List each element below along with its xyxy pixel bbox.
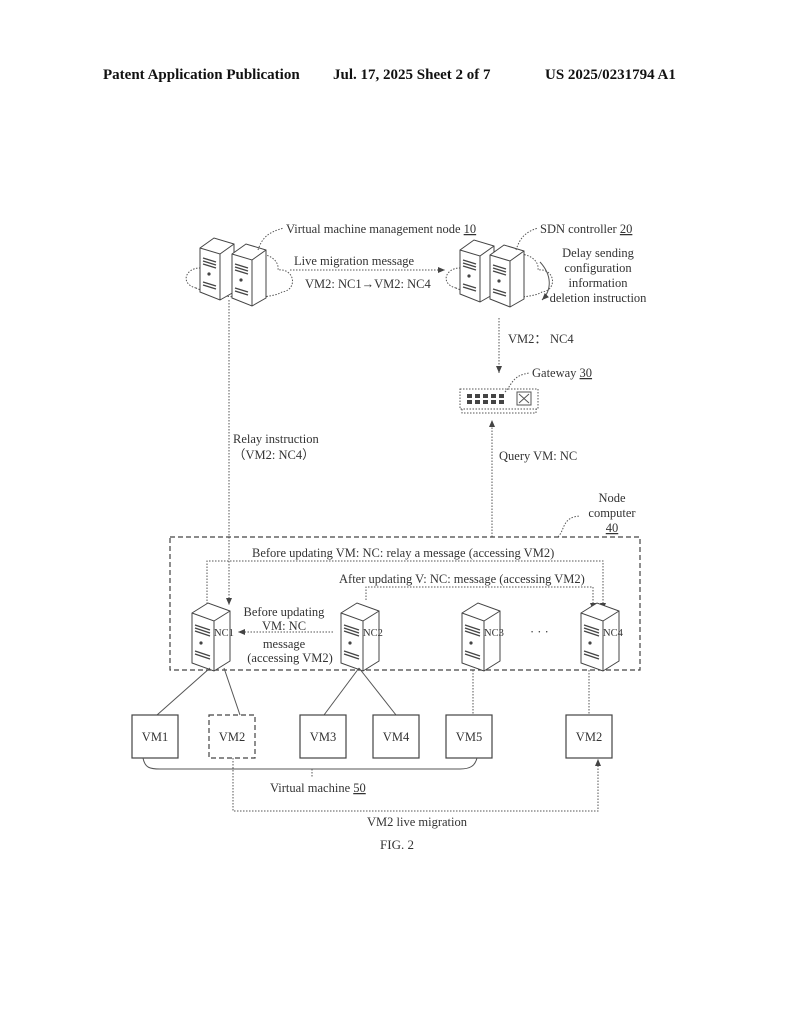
header-publication-type: Patent Application Publication — [103, 67, 300, 83]
nc-label: NC1 — [214, 628, 234, 639]
vm2-target: VM2 — [565, 714, 613, 759]
header-patent-number: US 2025/0231794 A1 — [545, 67, 676, 83]
node-computer-label: computer — [588, 506, 636, 520]
vm1: VM1 — [131, 714, 179, 759]
vm-label: VM3 — [310, 730, 336, 744]
nc1: NC1 — [191, 602, 234, 672]
node-computer-group — [169, 536, 641, 671]
vm-mgmt-node-ref: 10 — [464, 222, 477, 236]
sdn-to-gateway-label: VM2： NC4 — [508, 332, 574, 346]
nc-label: NC4 — [603, 628, 624, 639]
relay-instruction-mapping: （VM2: NC4） — [233, 448, 315, 462]
vm-group-ref: 50 — [353, 781, 366, 795]
node-computer-label: Node — [598, 491, 626, 505]
before-msg-label: VM: NC — [262, 619, 306, 633]
sdn-controller-label: SDN controller — [540, 222, 620, 236]
vm-label: VM2 — [219, 730, 245, 744]
vm-label: VM1 — [142, 730, 168, 744]
figure-caption: FIG. 2 — [380, 837, 414, 852]
query-label: Query VM: NC — [499, 449, 577, 463]
nc-label: NC3 — [484, 628, 504, 639]
svg-text:Virtual machine management nod: Virtual machine management node 10 — [286, 222, 476, 236]
gateway: Gateway 30 — [459, 366, 592, 414]
connector — [223, 667, 241, 716]
vm5: VM5 — [445, 714, 493, 759]
svg-text:Gateway 30: Gateway 30 — [532, 366, 592, 380]
before-msg-label: Before updating — [244, 605, 326, 619]
relay-instruction-label: Relay instruction — [233, 432, 319, 446]
vm-group-label: Virtual machine — [270, 781, 353, 795]
after-update-label: After updating V: NC: message (accessing… — [339, 572, 585, 586]
vm-management-node: Virtual machine management node 10 — [185, 222, 476, 307]
switch-icon — [459, 388, 539, 410]
vm4: VM4 — [372, 714, 420, 759]
gateway-label: Gateway — [532, 366, 580, 380]
before-update-relay-path — [206, 560, 606, 610]
header-date-sheet: Jul. 17, 2025 Sheet 2 of 7 — [333, 67, 491, 83]
delay-note-line: configuration — [564, 261, 632, 275]
svg-text:SDN controller 20: SDN controller 20 — [540, 222, 632, 236]
nc2: NC2 — [340, 602, 383, 672]
vm-label: VM5 — [456, 730, 482, 744]
before-msg-label: message — [263, 637, 306, 651]
connector — [156, 667, 211, 716]
delay-note-line: information — [568, 276, 628, 290]
delay-note-line: deletion instruction — [550, 291, 648, 305]
server-icon — [231, 243, 267, 307]
node-computer-ref: 40 — [606, 521, 619, 535]
vm-label: VM4 — [383, 730, 410, 744]
sdn-controller-ref: 20 — [620, 222, 633, 236]
after-update-path — [365, 586, 596, 610]
vm-mgmt-node-label: Virtual machine management node — [286, 222, 464, 236]
server-icon — [199, 237, 235, 301]
connector — [358, 667, 397, 716]
nc3: NC3 — [461, 602, 504, 672]
server-icon — [459, 239, 495, 303]
before-msg-label: (accessing VM2) — [247, 651, 333, 665]
sdn-controller: SDN controller 20 Delay sending configur… — [445, 222, 648, 308]
live-migration-label: Live migration message — [294, 254, 415, 268]
nc4: NC4 — [580, 602, 624, 672]
connector — [323, 667, 360, 716]
live-migration-mapping: VM2: NC1→VM2: NC4 — [305, 277, 431, 291]
vm-label: VM2 — [576, 730, 602, 744]
delay-note-line: Delay sending — [562, 246, 635, 260]
vm-group-brace — [142, 757, 478, 770]
gateway-ref: 30 — [580, 366, 593, 380]
vm2-source: VM2 — [208, 714, 256, 759]
server-icon — [489, 244, 525, 308]
vm3: VM3 — [299, 714, 347, 759]
vm2-migration-path — [232, 758, 601, 812]
before-relay-label: Before updating VM: NC: relay a message … — [252, 546, 554, 560]
cloud-icon — [185, 253, 293, 299]
migration-label: VM2 live migration — [367, 815, 468, 829]
self-loop-arrow — [539, 261, 550, 301]
cloud-icon — [445, 253, 553, 299]
ellipsis: · · · — [530, 625, 549, 639]
nc-label: NC2 — [363, 628, 383, 639]
svg-text:Virtual machine 50: Virtual machine 50 — [270, 781, 366, 795]
